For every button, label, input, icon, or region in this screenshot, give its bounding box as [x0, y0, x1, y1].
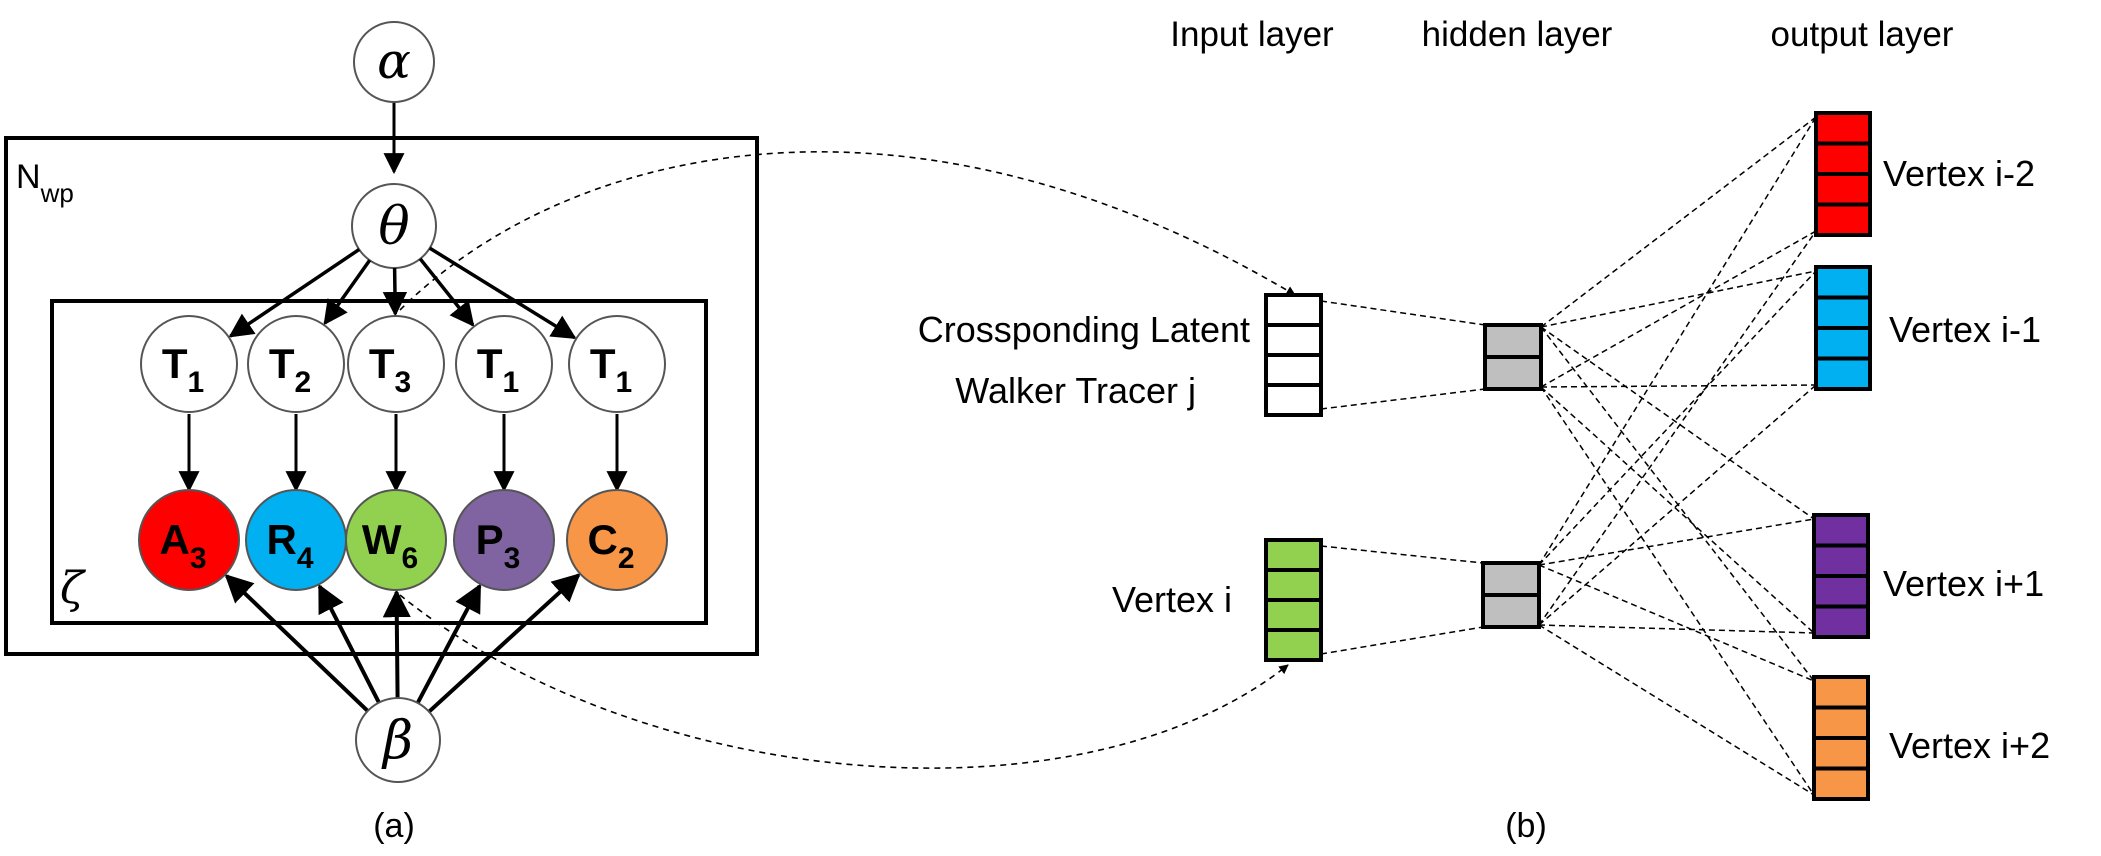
edge-theta-topic: [228, 248, 361, 338]
topic-node: [140, 315, 238, 413]
connection-line: [1538, 624, 1815, 796]
connection-line: [1320, 388, 1486, 410]
word-label: R4: [266, 516, 313, 575]
output-label: Vertex i-1: [1889, 309, 2041, 350]
plate-inner: [50, 299, 708, 625]
theta-symbol: θ: [378, 197, 409, 257]
connection-line: [1320, 300, 1486, 326]
input-top-label-line1: Crossponding Latent: [918, 309, 1250, 350]
zeta-symbol: ζ: [60, 563, 87, 614]
word-node: [138, 489, 240, 591]
connection-line: [1538, 270, 1817, 566]
curve-theta-to-input-top: [399, 151, 1296, 311]
connection-line: [1540, 326, 1815, 682]
connection-line: [1540, 230, 1817, 388]
edge-beta-word: [224, 574, 370, 713]
caption-b: (b): [1505, 807, 1547, 845]
diagram-a: Nwp ζ α θ T1 T2 T3 T1 T1 A3 R4 W6 P3 C2 β (a): [4, 21, 759, 845]
edge-beta-word: [317, 583, 381, 704]
input-top-label-line2: Walker Tracer j: [955, 370, 1196, 411]
topic-node: [347, 315, 445, 413]
topic-label: T1: [590, 340, 632, 399]
connection-line: [1320, 545, 1484, 564]
connection-line: [1320, 626, 1484, 655]
connection-line: [1540, 326, 1815, 520]
word-node: [566, 489, 668, 591]
output-label: Vertex i+2: [1889, 725, 2050, 766]
beta-symbol: β: [381, 711, 413, 771]
alpha-node: [353, 21, 435, 103]
edges-b: [1320, 116, 1817, 796]
connection-line: [1538, 116, 1817, 566]
topic-node: [568, 315, 666, 413]
connection-line: [1540, 116, 1817, 328]
header-output-layer: output layer: [1771, 15, 1954, 54]
caption-a: (a): [373, 807, 415, 845]
edge-beta-word: [382, 589, 411, 699]
word-label: W6: [362, 516, 418, 575]
edge-theta-topic: [323, 259, 372, 326]
plate-outer-label: Nwp: [16, 158, 74, 208]
edge-theta-topic: [382, 267, 408, 317]
connection-line: [1540, 270, 1817, 328]
topic-label: T2: [269, 340, 311, 399]
topic-nodes: T1 T2 T3 T1 T1: [140, 315, 666, 413]
connection-line: [1540, 386, 1815, 796]
plate-outer: [4, 136, 759, 656]
header-hidden-layer: hidden layer: [1422, 15, 1613, 54]
layer-boxes: [1264, 111, 1872, 801]
topic-label: T3: [369, 340, 411, 399]
connection-line: [1538, 230, 1817, 626]
connection-line: [1538, 624, 1815, 634]
word-label: P3: [476, 516, 521, 575]
header-input-layer: Input layer: [1170, 15, 1334, 54]
word-label: C2: [587, 516, 634, 575]
theta-node: [351, 183, 437, 269]
word-nodes: A3 R4 W6 P3 C2: [138, 489, 668, 591]
curve-word-to-input-bottom: [399, 594, 1289, 769]
alpha-symbol: α: [377, 32, 411, 90]
connection-line: [1540, 384, 1817, 388]
edge-beta-word: [427, 573, 581, 714]
input-bottom-label: Vertex i: [1112, 579, 1232, 620]
connection-line: [1540, 386, 1815, 634]
word-node: [345, 489, 447, 591]
word-label: A3: [159, 516, 206, 575]
connection-line: [1538, 384, 1817, 626]
beta-node: [355, 697, 441, 783]
edge-theta-topic: [418, 257, 475, 327]
word-node: [453, 489, 555, 591]
connection-line: [1538, 518, 1815, 566]
diagram-b: Input layer hidden layer output layer Cr…: [918, 15, 2050, 845]
output-label: Vertex i+1: [1883, 563, 2044, 604]
topic-node: [247, 315, 345, 413]
topic-node: [455, 315, 553, 413]
connection-line: [1538, 564, 1815, 682]
edge-beta-word: [415, 583, 482, 704]
topic-label: T1: [477, 340, 519, 399]
output-label: Vertex i-2: [1883, 153, 2035, 194]
topic-label: T1: [162, 340, 204, 399]
